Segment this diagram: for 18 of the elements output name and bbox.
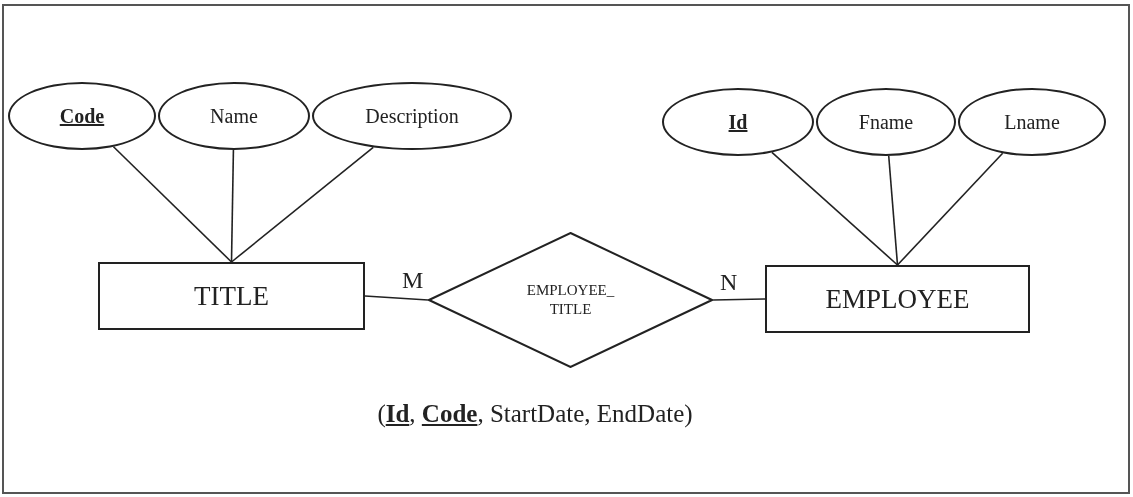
attribute-name: Fname bbox=[858, 110, 914, 135]
connector-line bbox=[364, 295, 429, 301]
relationship-attributes-text: (Id, Code, StartDate, EndDate) bbox=[377, 399, 693, 430]
attribute-name: Lname bbox=[1004, 110, 1060, 135]
entity-name: EMPLOYEE bbox=[825, 282, 970, 316]
connector-line bbox=[887, 155, 899, 266]
attribute-name: Name bbox=[210, 104, 258, 129]
attribute-name: Description bbox=[365, 104, 459, 130]
cardinality-label: N bbox=[720, 270, 738, 294]
attribute-name: Id bbox=[728, 110, 748, 135]
entity-name: TITLE bbox=[194, 279, 269, 313]
connector-line bbox=[230, 149, 235, 263]
relationship-name: EMPLOYEE_ TITLE bbox=[525, 281, 616, 319]
cardinality-label: M bbox=[402, 268, 424, 292]
connector-line bbox=[712, 298, 766, 301]
entity-box bbox=[765, 265, 1030, 333]
entity-box bbox=[98, 262, 365, 330]
attribute-name: Code bbox=[59, 104, 105, 129]
